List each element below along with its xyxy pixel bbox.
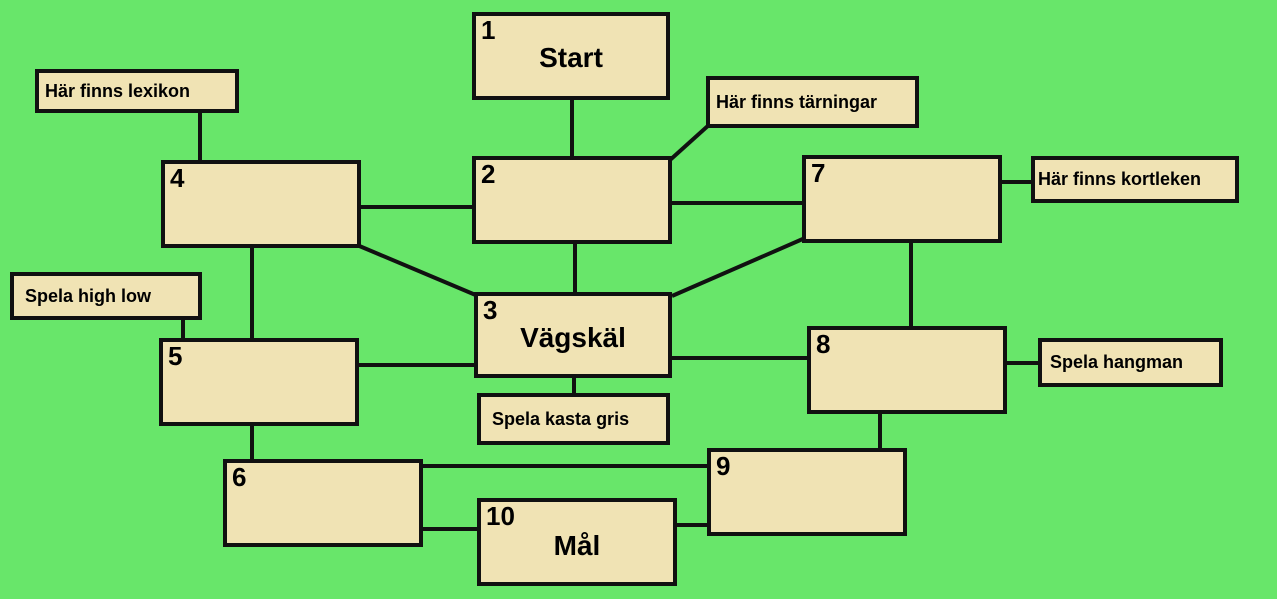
node-8: 8 [807, 326, 1007, 414]
node-2: 2 [472, 156, 672, 244]
node-number: 8 [816, 329, 831, 359]
node-title: Start [539, 42, 603, 73]
node-number: 4 [170, 163, 185, 193]
edge-7-3 [671, 236, 806, 298]
node-number: 7 [811, 158, 826, 188]
node-6: 6 [223, 459, 423, 547]
node-9: 9 [707, 448, 907, 536]
node-number: 10 [486, 501, 515, 531]
node-number: 1 [481, 15, 496, 45]
node-7: 7 [802, 155, 1002, 243]
node-number: 5 [168, 341, 183, 371]
edge-4-3 [356, 243, 479, 298]
node-number: 9 [716, 451, 731, 481]
node-title: Vägskäl [520, 322, 626, 353]
note-hangman: Spela hangman [1038, 338, 1223, 387]
node-5: 5 [159, 338, 359, 426]
node-10-mal: 10 Mål [477, 498, 677, 586]
note-kastagris: Spela kasta gris [477, 393, 670, 445]
note-highlow: Spela high low [10, 272, 202, 320]
note-lexikon: Här finns lexikon [35, 69, 239, 113]
note-tarningar: Här finns tärningar [706, 76, 919, 128]
node-number: 2 [481, 159, 496, 189]
node-1-start: 1 Start [472, 12, 670, 100]
node-title: Mål [553, 530, 601, 561]
edge-2-tarningar [668, 122, 712, 162]
node-4: 4 [161, 160, 361, 248]
node-number: 3 [483, 295, 498, 325]
node-3-vagskal: 3 Vägskäl [474, 292, 672, 378]
node-number: 6 [232, 462, 247, 492]
note-kortleken: Här finns kortleken [1031, 156, 1239, 203]
